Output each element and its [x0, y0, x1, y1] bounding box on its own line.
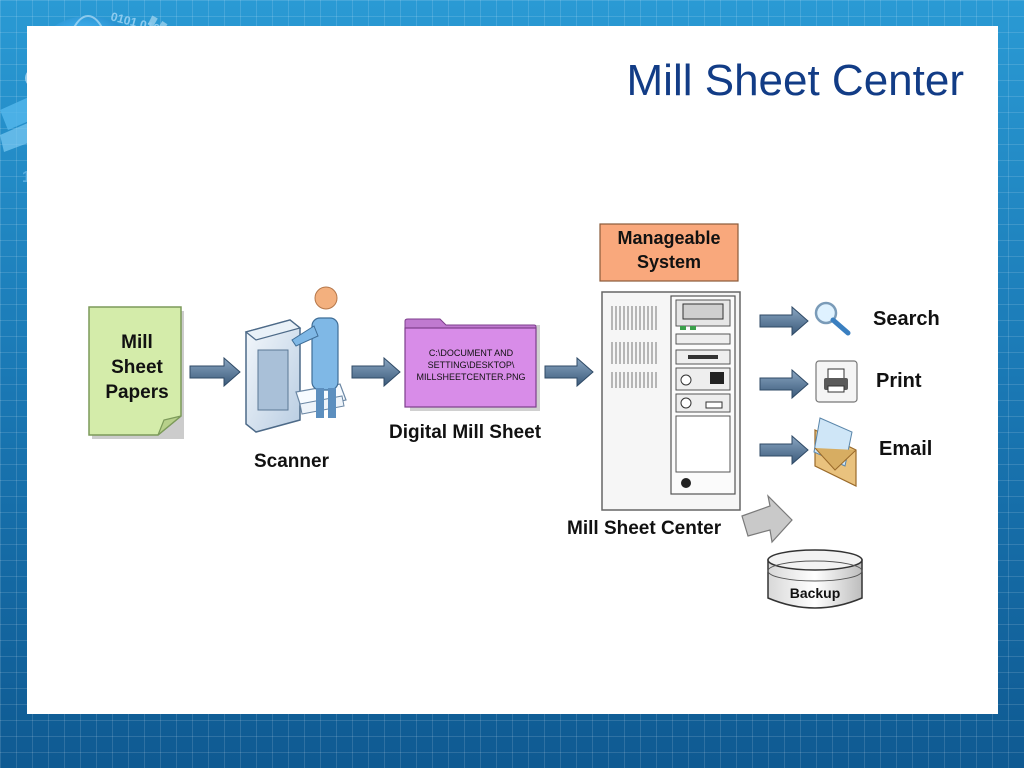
flow-arrow-email	[759, 434, 809, 466]
email-label: Email	[879, 438, 933, 460]
mill-sheet-papers-note	[88, 306, 184, 439]
flow-arrow-1	[189, 356, 241, 388]
magnifier-icon	[814, 301, 851, 336]
digital-folder-icon	[404, 318, 540, 411]
digital-mill-sheet-label: Digital Mill Sheet	[389, 422, 542, 443]
flow-arrow-print	[759, 368, 809, 400]
server-cabinet-icon	[601, 291, 741, 511]
folder-path-text: C:\DOCUMENT AND SETTING\DESKTOP\ MILLSHE…	[408, 347, 534, 383]
flow-arrow-search	[759, 305, 809, 337]
paper-line-3: Papers	[105, 382, 169, 403]
backup-label: Backup	[789, 585, 841, 601]
scanner-label: Scanner	[254, 451, 329, 472]
mill-sheet-papers-label: Mill Sheet Papers	[94, 330, 180, 405]
printer-icon	[815, 360, 858, 403]
folder-path-line-2: SETTING\DESKTOP\	[427, 360, 515, 370]
manageable-system-label: Manageable System	[600, 226, 738, 274]
manageable-line-1: Manageable	[617, 228, 721, 248]
backup-arrow	[741, 494, 793, 544]
print-label: Print	[876, 370, 922, 392]
flow-arrow-3	[544, 356, 594, 388]
manageable-system-box	[599, 223, 739, 282]
backup-database-icon	[767, 549, 863, 609]
paper-line-2: Sheet	[111, 357, 163, 378]
scanner-icon	[244, 286, 347, 433]
slide-title: Mill Sheet Center	[626, 56, 964, 105]
flow-arrow-2	[351, 356, 401, 388]
manageable-line-2: System	[636, 252, 702, 272]
search-label: Search	[873, 308, 940, 330]
envelope-icon	[813, 417, 857, 487]
folder-path-line-3: MILLSHEETCENTER.PNG	[416, 372, 526, 382]
mill-sheet-center-label: Mill Sheet Center	[567, 518, 722, 539]
folder-path-line-1: C:\DOCUMENT AND	[428, 348, 514, 358]
paper-line-1: Mill	[121, 332, 153, 353]
